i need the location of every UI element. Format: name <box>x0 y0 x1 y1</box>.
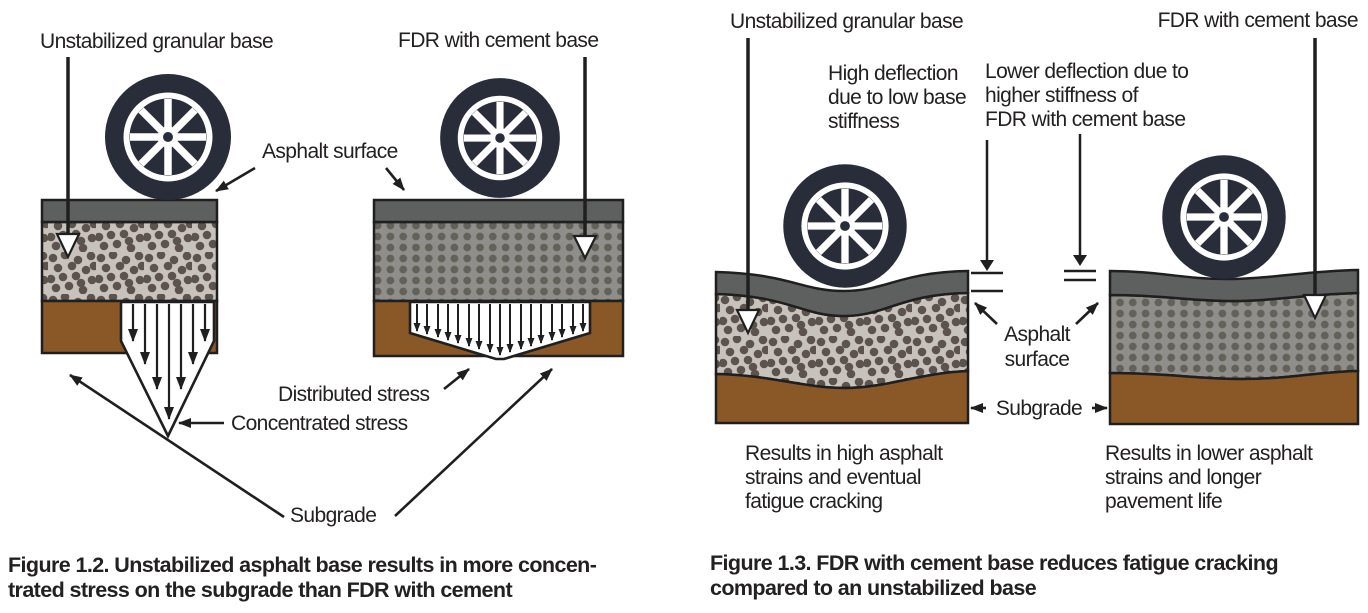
label-fdr-with-cement-base: FDR with cement base <box>1158 9 1358 32</box>
wheel-icon <box>1162 155 1285 278</box>
figure-1-3-caption-line2: compared to an unstabilized base <box>710 576 1037 600</box>
subgrade-layer <box>1108 369 1360 426</box>
result-text-left-line3: fatigue cracking <box>745 490 882 513</box>
label-high-deflection-line2: due to low base <box>828 86 966 109</box>
wheel-icon <box>783 164 906 287</box>
label-asphalt-surface-line2: surface <box>1005 348 1070 371</box>
wheel-icon <box>440 78 560 198</box>
asphalt-layer <box>714 269 970 318</box>
asphalt-layer <box>372 198 625 224</box>
figure-1-2-caption-line1: Figure 1.2. Unstabilized asphalt base re… <box>8 553 597 577</box>
result-text-right-line1: Results in lower asphalt <box>1105 442 1313 465</box>
label-pointer-right <box>1302 38 1328 321</box>
label-subgrade: Subgrade <box>996 397 1082 420</box>
result-text-right-line2: strains and longer <box>1105 466 1262 489</box>
label-high-deflection-line3: stiffness <box>828 110 899 133</box>
label-fdr-with-cement-base: FDR with cement base <box>398 29 598 52</box>
low-deflection-indicator <box>1064 134 1096 282</box>
result-text-left-line1: Results in high asphalt <box>745 442 943 465</box>
high-deflection-indicator <box>971 140 1003 293</box>
label-lower-deflection-line2: higher stiffness of <box>985 84 1139 107</box>
unstabilized-deflected-section <box>714 269 970 425</box>
result-text-left-line2: strains and eventual <box>745 466 921 489</box>
label-pointer-right <box>572 57 598 261</box>
concentrated-stress-arrows <box>128 304 210 420</box>
asphalt-layer <box>1108 268 1360 303</box>
concentrated-stress-cone <box>119 300 216 439</box>
distributed-stress-arrows <box>413 304 587 356</box>
label-asphalt-surface: Asphalt surface <box>262 140 398 163</box>
label-subgrade: Subgrade <box>290 504 376 527</box>
label-asphalt-surface-line1: Asphalt <box>1004 323 1071 346</box>
label-lower-deflection-line1: Lower deflection due to <box>985 60 1188 83</box>
label-concentrated-stress: Concentrated stress <box>231 412 408 435</box>
label-unstabilized-granular-base: Unstabilized granular base <box>730 10 963 33</box>
result-text-right-line3: pavement life <box>1105 490 1222 513</box>
label-high-deflection-line1: High deflection <box>828 62 958 85</box>
figure-1-3: Unstabilized granular base FDR with ceme… <box>710 9 1360 600</box>
label-pointer-left <box>735 38 761 336</box>
wheel-icon <box>105 74 231 200</box>
subgrade-layer <box>714 369 970 425</box>
label-lower-deflection-line3: FDR with cement base <box>985 108 1185 131</box>
annotation-arrows <box>970 302 1108 413</box>
fdr-stiff-section <box>1108 268 1360 426</box>
figure-1-2: Unstabilized granular base FDR with ceme… <box>8 29 625 602</box>
annotation-arrows <box>69 166 553 519</box>
figure-1-3-caption-line1: Figure 1.3. FDR with cement base reduces… <box>710 551 1278 575</box>
asphalt-layer <box>40 198 219 224</box>
label-pointer-left <box>55 57 81 260</box>
label-unstabilized-granular-base: Unstabilized granular base <box>40 30 273 53</box>
label-distributed-stress: Distributed stress <box>278 383 430 406</box>
figure-1-2-caption-line2: trated stress on the subgrade than FDR w… <box>8 578 512 602</box>
